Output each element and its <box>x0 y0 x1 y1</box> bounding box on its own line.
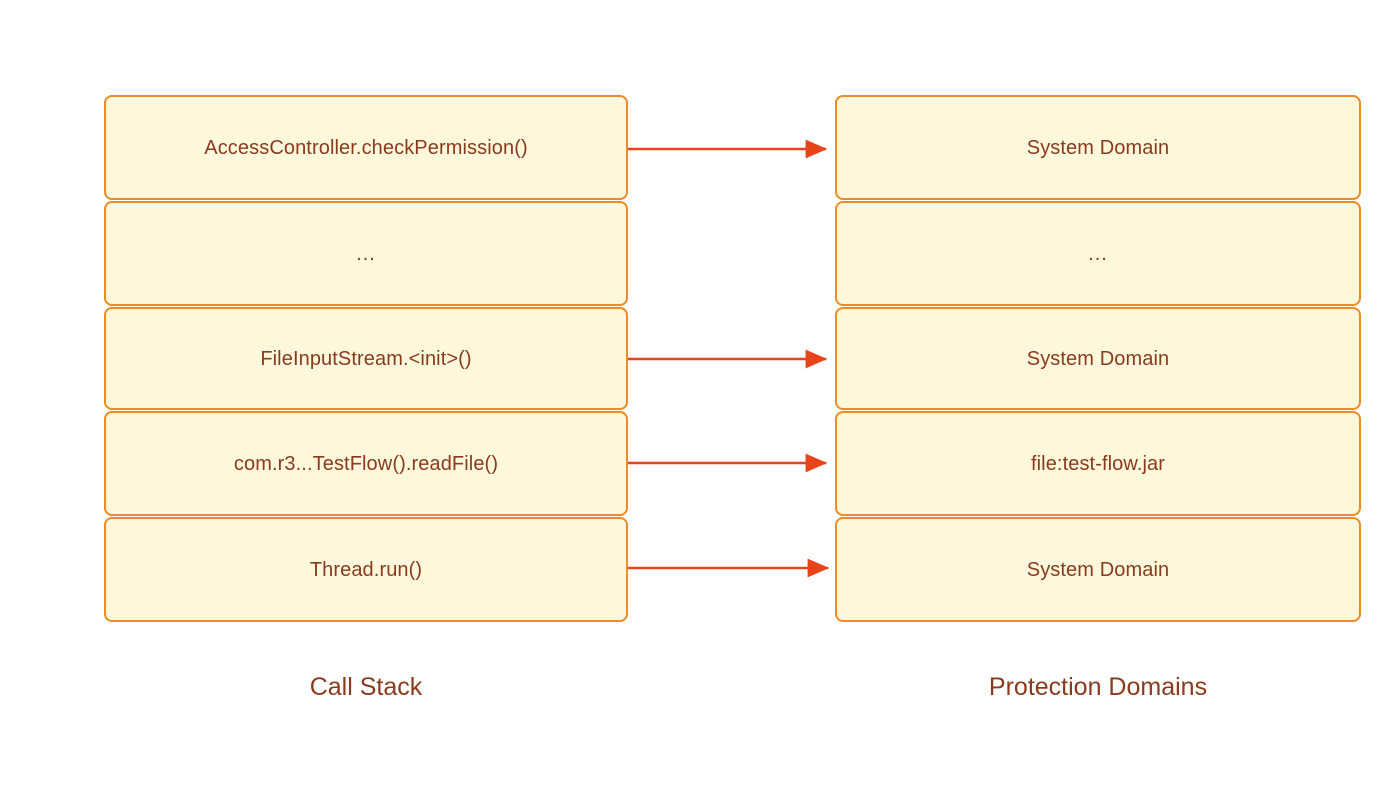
call-stack-column: AccessController.checkPermission() ... F… <box>104 95 628 622</box>
protection-domain-3-label: file:test-flow.jar <box>1030 452 1166 475</box>
protection-domains-column: System Domain ... System Domain file:tes… <box>835 95 1361 622</box>
call-stack-caption: Call Stack <box>309 673 423 701</box>
protection-domain-1[interactable]: ... <box>835 201 1361 306</box>
call-stack-frame-4[interactable]: Thread.run() <box>104 517 628 622</box>
call-stack-frame-2-label: FileInputStream.<init>() <box>260 347 472 370</box>
protection-domain-3[interactable]: file:test-flow.jar <box>835 411 1361 516</box>
call-stack-frame-4-label: Thread.run() <box>309 558 423 581</box>
protection-domain-1-label: ... <box>1088 242 1108 265</box>
protection-domain-2[interactable]: System Domain <box>835 307 1361 410</box>
call-stack-frame-1[interactable]: ... <box>104 201 628 306</box>
call-stack-frame-1-label: ... <box>356 242 376 265</box>
call-stack-frame-2[interactable]: FileInputStream.<init>() <box>104 307 628 410</box>
protection-domain-0[interactable]: System Domain <box>835 95 1361 200</box>
protection-domain-2-label: System Domain <box>1026 347 1170 370</box>
protection-domain-4[interactable]: System Domain <box>835 517 1361 622</box>
call-stack-frame-3-label: com.r3...TestFlow().readFile() <box>233 452 499 475</box>
protection-domains-caption: Protection Domains <box>988 673 1208 701</box>
protection-domain-4-label: System Domain <box>1026 558 1170 581</box>
call-stack-frame-0[interactable]: AccessController.checkPermission() <box>104 95 628 200</box>
call-stack-frame-3[interactable]: com.r3...TestFlow().readFile() <box>104 411 628 516</box>
call-stack-frame-0-label: AccessController.checkPermission() <box>204 136 528 159</box>
protection-domain-0-label: System Domain <box>1026 136 1170 159</box>
